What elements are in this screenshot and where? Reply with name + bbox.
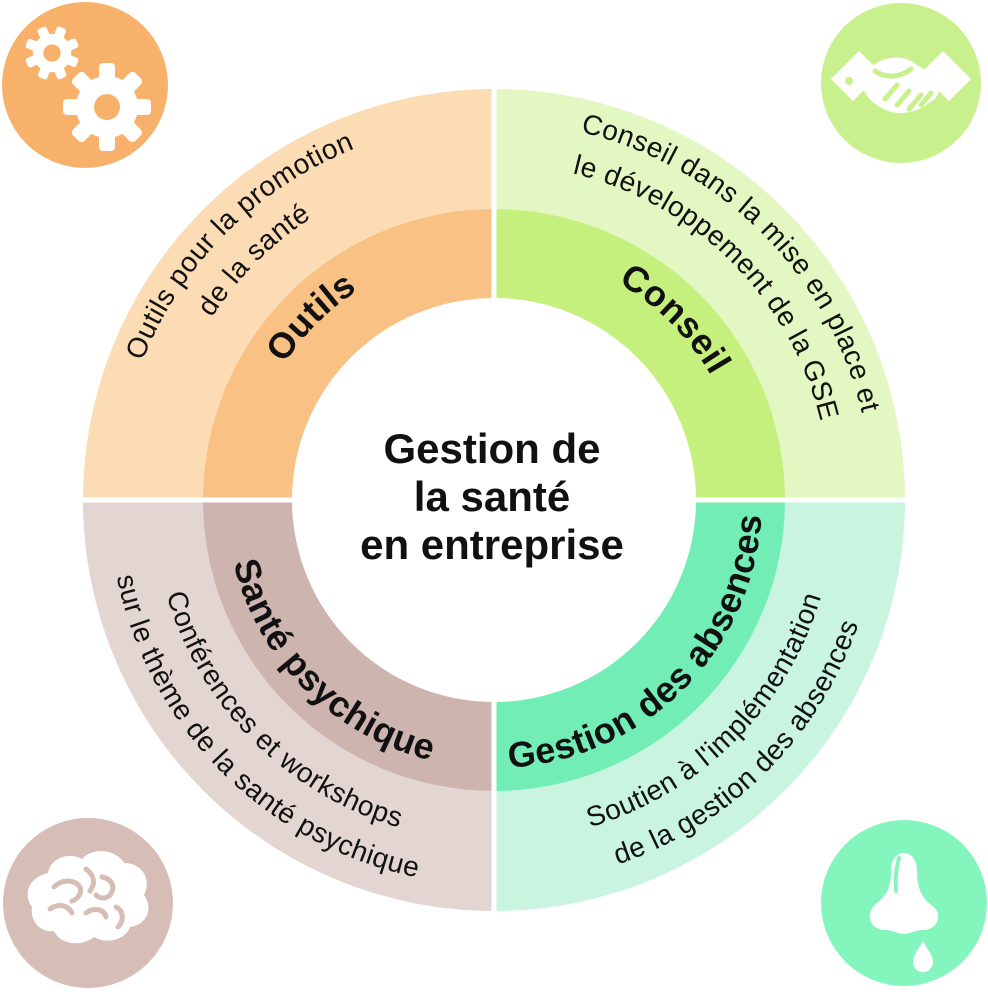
segment-outils-inner	[203, 209, 494, 500]
handshake-cuff-dot	[845, 77, 853, 85]
handshake-icon	[821, 3, 981, 163]
center-title-line3: en entreprise	[360, 521, 624, 568]
handshake-finger-lines	[872, 66, 934, 112]
segment-conseil-outer	[494, 89, 905, 500]
brain-icon	[3, 818, 173, 988]
segment-absences-inner	[494, 500, 785, 791]
segment-psychique-outer	[83, 500, 494, 911]
nose-drop	[913, 941, 933, 972]
segment-psychique-inner	[203, 500, 494, 791]
nose-shape	[869, 853, 939, 934]
donut-rings	[83, 89, 905, 911]
nose-highlight-line	[893, 856, 901, 893]
gear-large	[63, 63, 151, 151]
segment-absences-outer	[494, 500, 905, 911]
center-title-line1: Gestion de	[383, 425, 600, 472]
nose-icon	[821, 820, 987, 986]
center-title-line2: la santé	[414, 473, 570, 520]
brain-fold-lines	[47, 866, 125, 930]
gear-small	[25, 26, 79, 80]
segment-conseil-inner	[494, 209, 785, 500]
segment-outils-outer	[83, 89, 494, 500]
center-title: Gestion de la santé en entreprise	[360, 425, 624, 568]
gears-icon	[2, 2, 168, 168]
